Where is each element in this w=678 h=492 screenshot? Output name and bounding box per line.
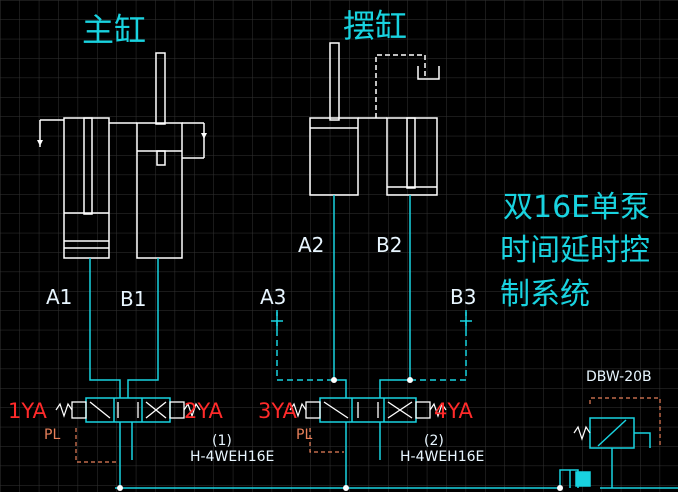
- pipe-network: [85, 195, 678, 489]
- port-b2-label: B2: [376, 233, 403, 257]
- pilot-pl-left-label: PL: [44, 427, 61, 443]
- valve-2-symbols: [305, 401, 431, 419]
- port-a3-label: A3: [260, 285, 287, 309]
- valve-1-model: H-4WEH16E: [190, 449, 275, 465]
- main-cylinder-title: 主缸: [82, 11, 147, 49]
- solenoid-3ya-label: 3YA: [258, 399, 297, 423]
- swing-cylinder-title: 摆缸: [343, 7, 408, 45]
- solenoid-2ya-label: 2YA: [184, 399, 223, 423]
- solenoid-4ya-label: 4YA: [434, 399, 473, 423]
- solenoid-1ya-label: 1YA: [8, 399, 47, 423]
- relief-valve-model: DBW-20B: [586, 369, 652, 385]
- valve-springs: [55, 402, 591, 441]
- valve-2-model: H-4WEH16E: [400, 449, 485, 465]
- port-a2-label: A2: [298, 233, 325, 257]
- port-b3-label: B3: [450, 285, 477, 309]
- valve-1-index: (1): [212, 433, 232, 449]
- main-cylinder-right: [136, 52, 207, 259]
- pilot-lines: [75, 397, 661, 463]
- main-cylinder-left: [37, 117, 110, 259]
- tank-symbol-top: [417, 66, 440, 80]
- valve-2-index: (2): [424, 433, 444, 449]
- swing-cylinder-left: [309, 42, 359, 196]
- junction-dots: [117, 377, 563, 491]
- system-title-line-2: 时间延时控: [500, 233, 650, 268]
- system-title-line-3: 制系统: [500, 277, 590, 312]
- swing-cylinder-right: [386, 117, 438, 196]
- pilot-pl-right-label: PL: [296, 427, 313, 443]
- port-a1-label: A1: [46, 285, 73, 309]
- swing-drain-line: [375, 54, 426, 118]
- system-title-line-1: 双16E单泵: [503, 190, 651, 225]
- port-b1-label: B1: [120, 287, 147, 311]
